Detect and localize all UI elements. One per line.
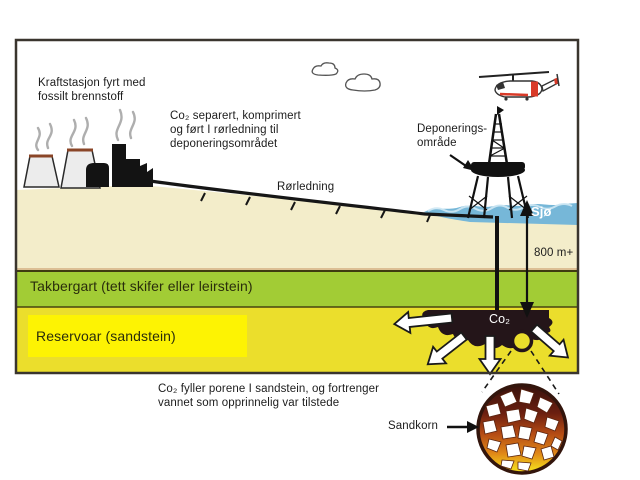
power-station-label: Kraftstasjon fyrt med fossilt brennstoff [38, 77, 146, 104]
diagram-frame [14, 38, 580, 375]
spread-arrow-down-icon [477, 335, 503, 376]
sand-grain-circle [476, 383, 568, 475]
clouds [311, 62, 381, 92]
deposit-area-arrow-icon [449, 154, 475, 171]
spread-arrow-down-right-icon [529, 323, 570, 359]
cloud-large-icon [345, 73, 381, 92]
sandkorn-arrow-icon [447, 421, 479, 433]
co2-transport-label: Co₂ separert, komprimert og ført I rørle… [170, 110, 301, 151]
sand-grain-label: Sandkorn [388, 420, 439, 432]
pipeline-icon [149, 179, 494, 223]
zoom-leader-lines [481, 350, 560, 395]
pore-zoom-ring [510, 329, 534, 353]
cap-rock-label: Takbergart (tett skifer eller leirstein) [30, 278, 253, 294]
co2-spread-arrows [392, 310, 570, 376]
depth-arrow [520, 200, 534, 318]
co2-plume-label: Co₂ [489, 312, 511, 326]
depth-label: 800 m+ [534, 247, 574, 259]
cooling-tower-1 [23, 155, 60, 188]
reservoir-label: Reservoar (sandstein) [36, 328, 176, 344]
power-station-icon [23, 108, 153, 189]
sea-label: Sjø [531, 204, 552, 219]
cap-rock-layer [16, 271, 578, 307]
reservoir-label-box [28, 315, 247, 357]
sand-grains [482, 388, 563, 472]
helicopter-icon [478, 71, 560, 101]
factory-silhouette [86, 144, 153, 187]
smoke [35, 108, 136, 152]
cloud-small-icon [311, 62, 339, 76]
spread-arrow-left-icon [392, 310, 454, 335]
wave-crests [427, 203, 573, 213]
deposit-area-label: Deponerings- område [417, 123, 488, 150]
pore-text-label: Co₂ fyller porene I sandstein, og fortre… [158, 383, 380, 410]
spread-arrow-down-left-icon [426, 331, 469, 366]
drilling-rig-icon [466, 106, 530, 219]
pipeline-label: Rørledning [277, 181, 335, 193]
